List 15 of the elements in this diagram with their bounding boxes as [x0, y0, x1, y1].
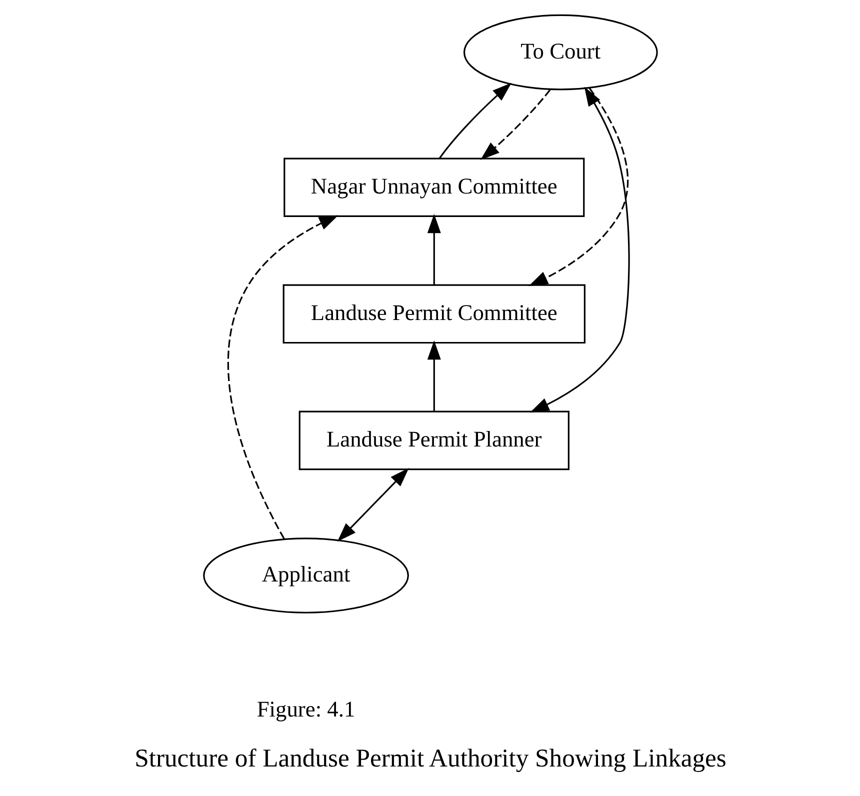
node-ellipse: Applicant: [202, 538, 408, 614]
node-box: Landuse Permit Committee: [282, 284, 585, 344]
label: Figure: 4.1: [256, 696, 355, 722]
arrow: [529, 86, 630, 413]
arrow: [227, 215, 338, 540]
arrow: [438, 82, 512, 159]
arrow: [426, 214, 440, 285]
arrow: [426, 340, 440, 412]
arrow: [528, 88, 628, 286]
diagram-title: Structure of Landuse Permit Authority Showing Linkages: [134, 743, 726, 772]
node-box: Nagar Unnayan Committee: [283, 158, 584, 218]
node-box: Landuse Permit Planner: [298, 410, 569, 470]
node-ellipse: To Court: [462, 14, 658, 90]
arrow: [480, 89, 550, 160]
arrow: [336, 468, 408, 542]
